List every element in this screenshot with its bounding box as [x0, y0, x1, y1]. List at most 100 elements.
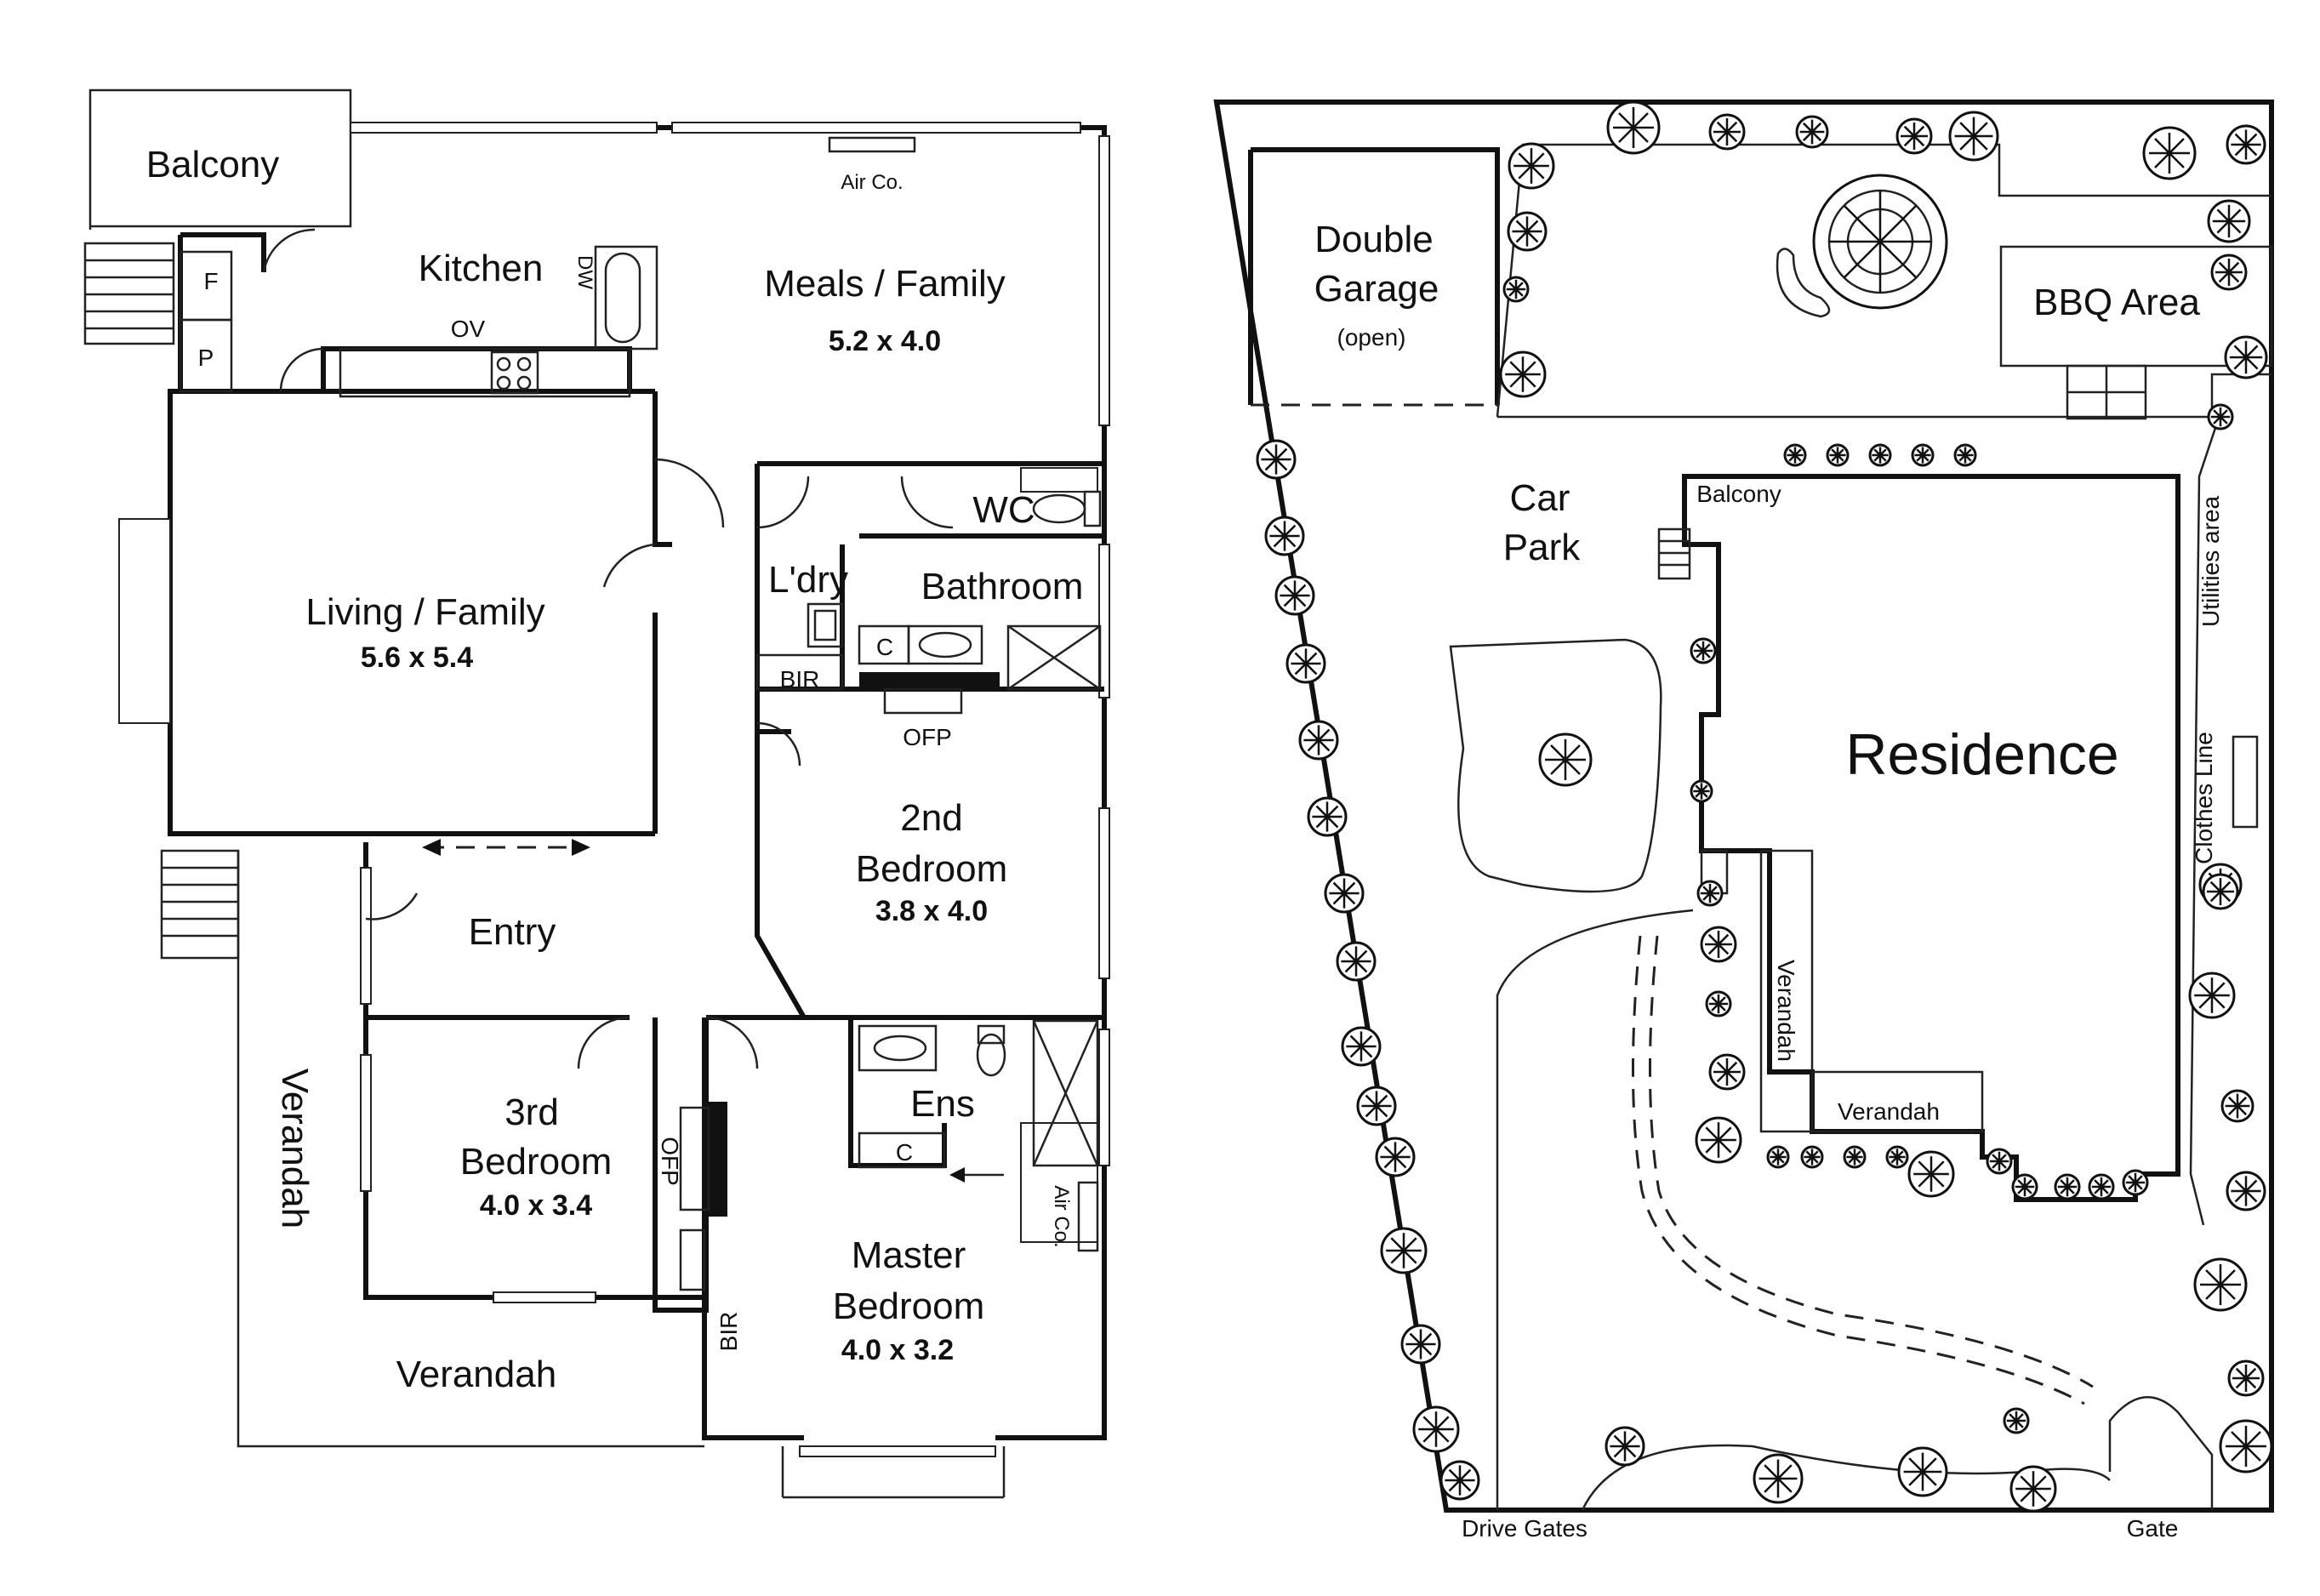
label-site-balcony: Balcony: [1696, 481, 1781, 507]
tree-icon: [1911, 443, 1935, 467]
label-living-family: Living / Family: [305, 591, 544, 633]
label-double-garage-2: Garage: [1314, 268, 1439, 310]
tree-icon: [1412, 1405, 1460, 1453]
garden-trees: [1256, 100, 2273, 1513]
tree-icon: [1400, 1324, 1441, 1365]
tree-icon: [1907, 1150, 1955, 1198]
tree-icon: [1800, 1145, 1824, 1169]
label-bathroom: Bathroom: [921, 566, 1084, 607]
label-oven: OV: [451, 316, 486, 342]
label-air-conditioner-top: Air Co.: [841, 171, 903, 194]
tree-icon: [2226, 124, 2266, 165]
label-verandah-side: Verandah: [274, 1069, 316, 1228]
label-pantry-p: P: [198, 345, 214, 371]
kitchen-bench: [339, 136, 916, 398]
open-fireplaces: [679, 1102, 727, 1291]
tree-icon: [1380, 1227, 1428, 1274]
wc-fixture: [1032, 490, 1102, 527]
gate-planter: [2108, 1395, 2214, 1510]
tree-icon: [1885, 1145, 1909, 1169]
label-car-park-1: Car: [1510, 477, 1570, 519]
tree-icon: [1274, 575, 1315, 616]
label-third-bedroom-size: 4.0 x 3.4: [480, 1189, 592, 1222]
tree-icon: [1499, 351, 1547, 398]
label-master-bedroom-size: 4.0 x 3.2: [841, 1334, 954, 1366]
tree-icon: [1285, 643, 1326, 684]
stairs-rear: [83, 242, 175, 345]
site-plan: Double Garage (open) BBQ Area Car Park: [1213, 100, 2274, 1542]
label-site-verandah-side: Verandah: [1773, 960, 1799, 1062]
tree-icon: [1708, 113, 1746, 151]
tree-icon: [1375, 1137, 1416, 1177]
doors: [262, 228, 954, 1069]
label-second-bedroom-1: 2nd: [900, 797, 962, 839]
label-third-bedroom-1: 3rd: [504, 1092, 559, 1133]
tree-icon: [1897, 1446, 1948, 1497]
label-clothes-line: Clothes Line: [2191, 732, 2217, 864]
tree-icon: [1766, 1145, 1790, 1169]
clothes-line: [2232, 735, 2259, 829]
tree-icon: [1826, 443, 1850, 467]
tree-icon: [1502, 276, 1530, 303]
tree-icon: [1264, 516, 1305, 556]
tree-icon: [1324, 873, 1365, 914]
tree-icon: [2193, 1257, 2248, 1312]
tree-icon: [1695, 1116, 1742, 1164]
double-garage: [1248, 147, 1500, 407]
label-car-park-2: Park: [1503, 527, 1581, 568]
pantry: [179, 250, 233, 393]
label-utilities-area: Utilities area: [2197, 496, 2224, 627]
label-dishwasher: DW: [573, 255, 596, 289]
tree-icon: [1705, 990, 1732, 1017]
label-meals-family: Meals / Family: [764, 263, 1006, 305]
tree-icon: [1341, 1026, 1382, 1067]
label-bir-master: BIR: [715, 1312, 742, 1352]
tree-icon: [1256, 439, 1297, 480]
floor-plan: Balcony F P Kitchen DW OV Air Co. Meals …: [83, 88, 1110, 1499]
tree-icon: [1953, 443, 1977, 467]
label-master-bedroom-1: Master: [852, 1234, 966, 1276]
tree-icon: [1696, 880, 1724, 907]
tree-icon: [2220, 1089, 2254, 1123]
side-path: [2189, 425, 2218, 1226]
label-master-bedroom-2: Bedroom: [833, 1285, 985, 1327]
tree-icon: [1753, 1453, 1804, 1504]
label-gate: Gate: [2127, 1515, 2179, 1542]
residence: [1682, 474, 2180, 1202]
tree-icon: [1690, 637, 1717, 664]
label-verandah-front: Verandah: [396, 1354, 556, 1395]
label-second-bedroom-2: Bedroom: [856, 848, 1008, 890]
tree-icon: [1507, 211, 1548, 252]
tree-icon: [2088, 1173, 2115, 1200]
tree-icon: [2226, 1171, 2266, 1211]
tree-icon: [2188, 972, 2236, 1019]
ensuite-fixtures: [858, 1019, 1099, 1252]
tree-icon: [2142, 126, 2197, 180]
verandah-outline: [160, 849, 1006, 1499]
label-drive-gates: Drive Gates: [1462, 1515, 1588, 1542]
tree-icon: [2011, 1173, 2038, 1200]
label-second-bedroom-size: 3.8 x 4.0: [875, 895, 988, 927]
tree-icon: [2224, 335, 2268, 379]
tree-icon: [2219, 1419, 2273, 1473]
tree-icon: [1538, 732, 1593, 787]
tree-icon: [2054, 1173, 2081, 1200]
sliding-doors: [422, 839, 1004, 1183]
label-bir-hall: BIR: [780, 666, 820, 693]
tree-icon: [2202, 873, 2239, 910]
label-residence: Residence: [1845, 722, 2118, 787]
tree-icon: [1508, 142, 1555, 190]
label-double-garage-1: Double: [1314, 219, 1433, 260]
tree-icon: [2227, 1359, 2265, 1397]
tree-icon: [1690, 779, 1713, 803]
turning-circle-bed: [1449, 638, 1662, 893]
label-meals-family-size: 5.2 x 4.0: [829, 325, 941, 357]
label-third-bedroom-2: Bedroom: [460, 1141, 613, 1183]
bbq-area: [1999, 245, 2273, 420]
label-pantry-f: F: [203, 268, 218, 294]
tree-icon: [1868, 443, 1892, 467]
label-cabinet-ens: C: [896, 1139, 913, 1166]
tree-icon: [2003, 1407, 2030, 1434]
tree-icon: [1606, 100, 1661, 155]
